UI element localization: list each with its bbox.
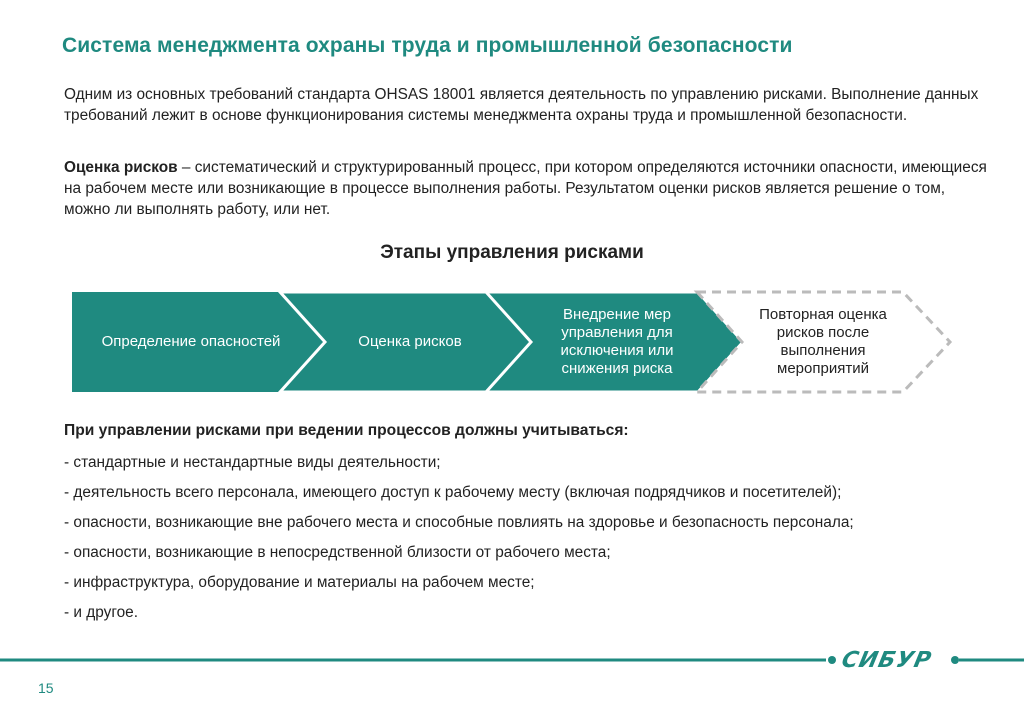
- list-item: - стандартные и нестандартные виды деяте…: [64, 454, 441, 471]
- list-item: - инфраструктура, оборудование и материа…: [64, 574, 535, 591]
- intro-paragraph: Одним из основных требований стандарта O…: [64, 86, 979, 124]
- footer-divider: [0, 656, 1024, 664]
- page-number: 15: [38, 680, 54, 696]
- stage-4-shape: [693, 290, 953, 394]
- list-item: - деятельность всего персонала, имеющего…: [64, 484, 842, 501]
- risk-assessment-definition: Оценка рисков – систематический и структ…: [64, 157, 994, 220]
- considerations-heading: При управлении рисками при ведении проце…: [64, 422, 629, 439]
- considerations-list: - стандартные и нестандартные виды деяте…: [64, 452, 1004, 632]
- stage-4-label: Повторная оценка рисков после выполнения…: [759, 306, 887, 377]
- page-title: Система менеджмента охраны труда и промы…: [62, 34, 793, 57]
- stages-title: Этапы управления рисками: [380, 242, 644, 263]
- stage-2-label: Оценка рисков: [358, 333, 462, 350]
- sibur-logo: СИБУР: [839, 648, 935, 673]
- list-item: - опасности, возникающие в непосредствен…: [64, 544, 611, 561]
- stage-3-label: Внедрение мер управления для исключения …: [560, 306, 674, 377]
- list-item: - опасности, возникающие вне рабочего ме…: [64, 514, 854, 531]
- stage-1-label: Определение опасностей: [101, 333, 281, 350]
- definition-term: Оценка рисков: [64, 159, 178, 176]
- definition-text: – систематический и структурированный пр…: [64, 159, 987, 218]
- stage-1-shape: [72, 292, 330, 392]
- list-item: - и другое.: [64, 604, 139, 621]
